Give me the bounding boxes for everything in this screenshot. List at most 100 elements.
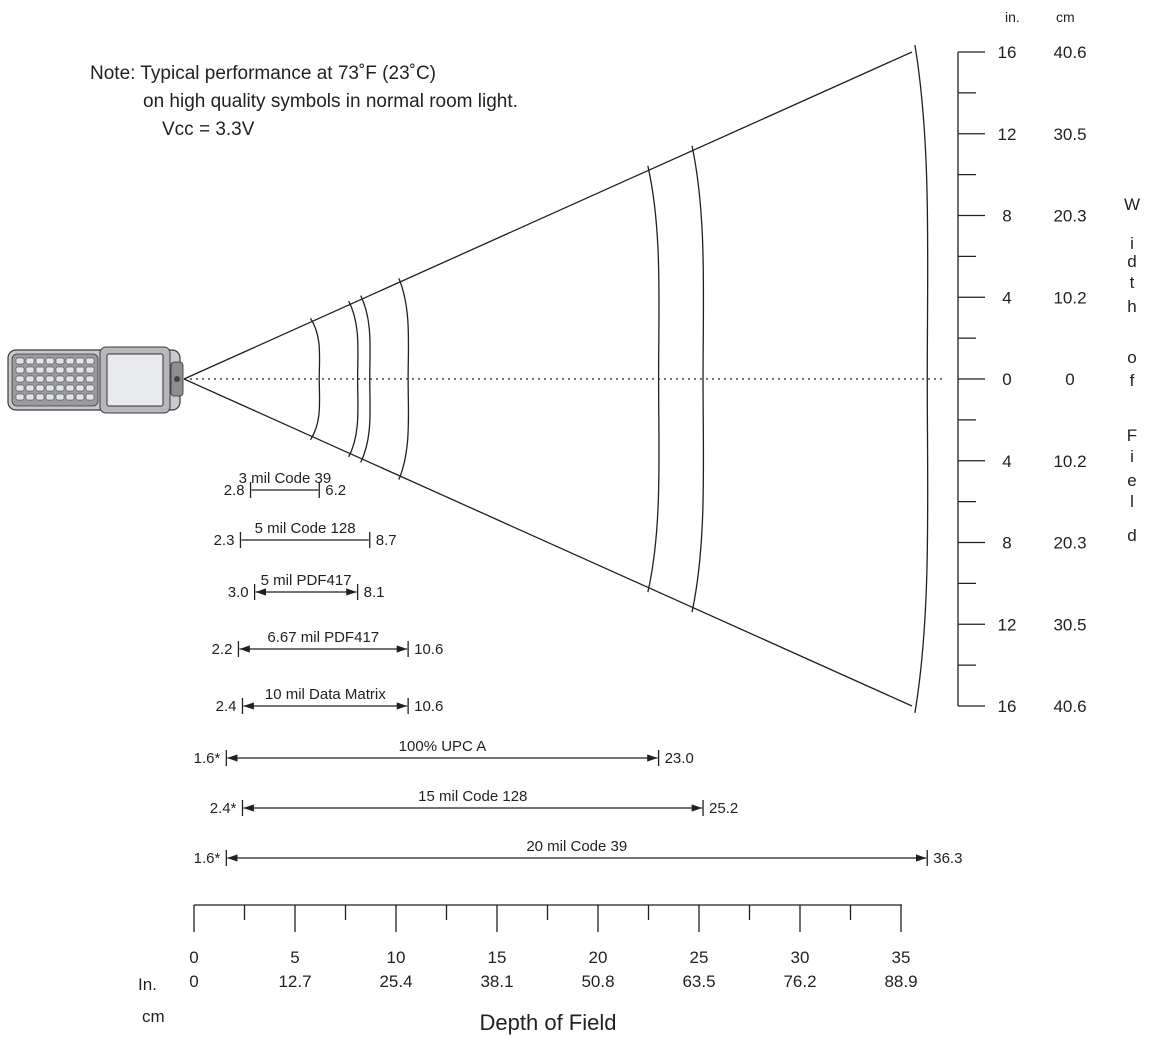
far-limit-label: 36.3 bbox=[933, 850, 962, 867]
far-range-arc bbox=[691, 145, 705, 613]
width-axis-label-letter: i bbox=[1130, 447, 1134, 466]
scan-field-cone bbox=[183, 45, 945, 713]
width-tick-in-label: 8 bbox=[1002, 207, 1011, 226]
depth-tick-in-label: 5 bbox=[290, 948, 299, 967]
depth-tick-cm-label: 0 bbox=[189, 972, 198, 991]
far-range-arc bbox=[914, 45, 929, 713]
symbol-name-label: 6.67 mil PDF417 bbox=[267, 629, 379, 646]
width-axis-label-letter: W bbox=[1124, 195, 1140, 214]
depth-of-field-axis: 0 0 5 12.7 10 25.4 15 38.1 20 50.8 25 63.5 30 76.2 35 8… bbox=[138, 904, 918, 1035]
symbol-range-row: 2.4* 25.2 15 mil Code 128 bbox=[210, 788, 738, 817]
depth-tick-in-label: 0 bbox=[189, 948, 198, 967]
symbol-name-label: 20 mil Code 39 bbox=[526, 838, 627, 855]
near-limit-label: 2.3 bbox=[214, 532, 235, 549]
far-limit-label: 23.0 bbox=[665, 750, 694, 767]
symbol-range-row: 3.0 8.1 5 mil PDF417 bbox=[228, 572, 385, 601]
far-limit-label: 8.7 bbox=[376, 532, 397, 549]
depth-tick-in-label: 20 bbox=[589, 948, 608, 967]
far-limit-label: 10.6 bbox=[414, 641, 443, 658]
width-tick-cm-label: 40.6 bbox=[1053, 697, 1086, 716]
note-line-2: on high quality symbols in normal room l… bbox=[143, 91, 518, 112]
depth-axis-in-unit: In. bbox=[138, 975, 157, 994]
depth-tick-in-label: 25 bbox=[690, 948, 709, 967]
width-tick-in-label: 4 bbox=[1002, 452, 1011, 471]
far-range-arc bbox=[360, 295, 371, 463]
width-axis-header-in: in. bbox=[1005, 9, 1020, 25]
symbol-name-label: 5 mil Code 128 bbox=[255, 520, 356, 537]
depth-tick-in-label: 35 bbox=[892, 948, 911, 967]
near-limit-label: 1.6* bbox=[194, 850, 221, 867]
symbol-name-label: 5 mil PDF417 bbox=[261, 572, 352, 589]
width-tick-cm-label: 40.6 bbox=[1053, 43, 1086, 62]
width-axis-label-letter: t bbox=[1130, 273, 1135, 292]
symbol-range-row: 1.6* 36.3 20 mil Code 39 bbox=[194, 838, 963, 867]
far-limit-label: 6.2 bbox=[325, 482, 346, 499]
note-line-1: Note: Typical performance at 73˚F (23˚C) bbox=[90, 63, 436, 84]
symbol-name-label: 15 mil Code 128 bbox=[418, 788, 527, 805]
performance-note: Note: Typical performance at 73˚F (23˚C)… bbox=[90, 63, 518, 140]
depth-tick-cm-label: 12.7 bbox=[278, 972, 311, 991]
far-limit-label: 10.6 bbox=[414, 698, 443, 715]
symbol-range-row: 2.3 8.7 5 mil Code 128 bbox=[214, 520, 397, 549]
width-axis-label-letter: f bbox=[1130, 371, 1135, 390]
depth-axis-cm-unit: cm bbox=[142, 1007, 165, 1026]
depth-tick-in-label: 30 bbox=[791, 948, 810, 967]
width-tick-in-label: 16 bbox=[998, 697, 1017, 716]
width-tick-in-label: 16 bbox=[998, 43, 1017, 62]
far-limit-label: 25.2 bbox=[709, 800, 738, 817]
depth-tick-cm-label: 76.2 bbox=[783, 972, 816, 991]
width-tick-in-label: 12 bbox=[998, 615, 1017, 634]
symbol-range-row: 2.4 10.6 10 mil Data Matrix bbox=[216, 686, 444, 715]
symbol-name-label: 3 mil Code 39 bbox=[239, 470, 332, 487]
width-tick-in-label: 12 bbox=[998, 125, 1017, 144]
width-axis-label-letter: i bbox=[1130, 234, 1134, 253]
width-axis-label-letter: o bbox=[1127, 348, 1136, 367]
width-axis-label-letter: e bbox=[1127, 471, 1136, 490]
far-range-arc bbox=[348, 300, 359, 458]
depth-tick-cm-label: 25.4 bbox=[379, 972, 412, 991]
symbol-range-row: 2.2 10.6 6.67 mil PDF417 bbox=[212, 629, 444, 658]
far-range-arc bbox=[398, 278, 410, 480]
depth-tick-in-label: 15 bbox=[488, 948, 507, 967]
depth-tick-in-label: 10 bbox=[387, 948, 406, 967]
symbol-name-label: 100% UPC A bbox=[399, 738, 487, 755]
width-axis-label-letter: l bbox=[1130, 492, 1134, 511]
width-tick-in-label: 8 bbox=[1002, 534, 1011, 553]
symbol-name-label: 10 mil Data Matrix bbox=[265, 686, 386, 703]
width-tick-cm-label: 30.5 bbox=[1053, 125, 1086, 144]
far-range-arc bbox=[647, 165, 660, 593]
depth-tick-cm-label: 50.8 bbox=[581, 972, 614, 991]
mobile-computer-icon bbox=[7, 346, 184, 414]
cone-lower-edge bbox=[183, 378, 913, 707]
width-tick-cm-label: 10.2 bbox=[1053, 288, 1086, 307]
width-tick-in-label: 4 bbox=[1002, 288, 1011, 307]
width-tick-cm-label: 30.5 bbox=[1053, 615, 1086, 634]
near-limit-label: 2.4* bbox=[210, 800, 237, 817]
depth-tick-cm-label: 88.9 bbox=[884, 972, 917, 991]
depth-axis-title: Depth of Field bbox=[480, 1010, 617, 1035]
near-limit-label: 3.0 bbox=[228, 584, 249, 601]
note-line-3: Vcc = 3.3V bbox=[162, 119, 255, 140]
cone-upper-edge bbox=[183, 51, 913, 380]
near-limit-label: 2.4 bbox=[216, 698, 237, 715]
width-tick-in-label: 0 bbox=[1002, 370, 1011, 389]
width-axis-label-letter: F bbox=[1127, 426, 1137, 445]
width-tick-cm-label: 0 bbox=[1065, 370, 1074, 389]
width-axis-label-letter: d bbox=[1127, 252, 1136, 271]
near-limit-label: 2.2 bbox=[212, 641, 233, 658]
far-limit-label: 8.1 bbox=[364, 584, 385, 601]
width-axis-header-cm: cm bbox=[1056, 9, 1075, 25]
width-tick-cm-label: 20.3 bbox=[1053, 207, 1086, 226]
depth-tick-cm-label: 38.1 bbox=[480, 972, 513, 991]
width-axis-label-letter: h bbox=[1127, 297, 1136, 316]
width-tick-cm-label: 20.3 bbox=[1053, 534, 1086, 553]
far-range-arc bbox=[309, 317, 321, 441]
depth-tick-cm-label: 63.5 bbox=[682, 972, 715, 991]
width-axis-label-letter: d bbox=[1127, 526, 1136, 545]
